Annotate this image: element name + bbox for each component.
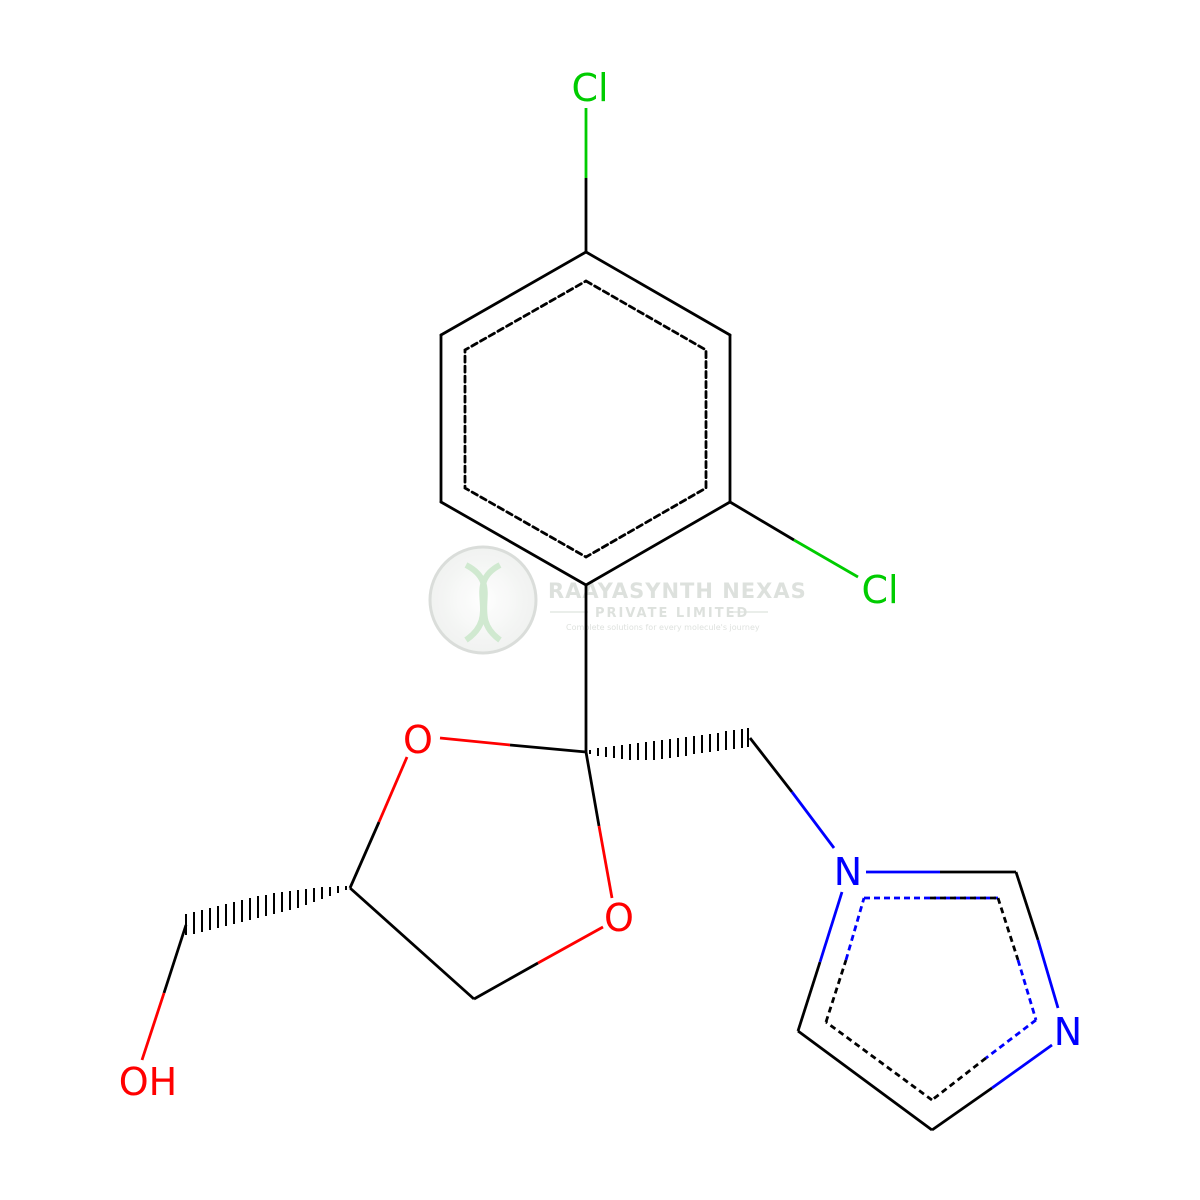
bond — [584, 250, 732, 337]
aromatic-bond — [931, 1056, 987, 1102]
bond — [793, 538, 859, 579]
stereo-hash-bond — [589, 728, 749, 760]
bond — [473, 961, 539, 1001]
aromatic-bond — [844, 897, 866, 961]
bond — [1036, 939, 1060, 1009]
watermark-tagline: Complete solutions for every molecule's … — [566, 623, 760, 632]
bond — [162, 924, 188, 994]
watermark-subtitle: PRIVATE LIMITED — [595, 606, 749, 621]
bond — [439, 500, 588, 587]
bond — [729, 500, 795, 542]
bond — [140, 992, 166, 1061]
imidazole-ring — [796, 870, 1060, 1132]
bond — [349, 886, 475, 1001]
atom-n1: N — [834, 850, 862, 894]
bond — [818, 891, 844, 963]
bond — [597, 825, 614, 899]
bond — [584, 500, 732, 587]
atom-o-ring-top: O — [403, 718, 433, 762]
watermark: RAAYASYNTH NEXAS PRIVATE LIMITED Complet… — [428, 545, 806, 655]
bond — [537, 925, 604, 965]
bond — [797, 1029, 933, 1132]
bond — [991, 1043, 1053, 1090]
bond — [748, 737, 794, 793]
bond — [1014, 871, 1040, 941]
bond — [790, 791, 836, 849]
atom-cl-ortho: Cl — [861, 568, 898, 612]
aromatic-circle — [463, 279, 708, 559]
bond — [796, 961, 822, 1032]
bond — [509, 743, 587, 754]
bond — [439, 736, 511, 747]
bond — [439, 250, 588, 337]
bond — [584, 751, 601, 827]
bond — [931, 1086, 993, 1132]
atom-o-ring-bottom: O — [604, 896, 634, 940]
aromatic-bond — [825, 1020, 933, 1102]
dna-helix-icon — [464, 562, 502, 643]
bond — [348, 821, 381, 889]
atom-n3: N — [1054, 1010, 1082, 1054]
aromatic-bond — [985, 1018, 1037, 1060]
dichlorophenyl-ring — [439, 250, 732, 587]
aromatic-bond — [1016, 959, 1038, 1021]
stereo-hash-bond — [185, 886, 347, 935]
aromatic-bond — [824, 959, 848, 1023]
bond — [377, 756, 409, 823]
atom-oh: OH — [119, 1060, 177, 1104]
aromatic-bond — [996, 897, 1020, 961]
atom-cl-top: Cl — [571, 66, 608, 110]
